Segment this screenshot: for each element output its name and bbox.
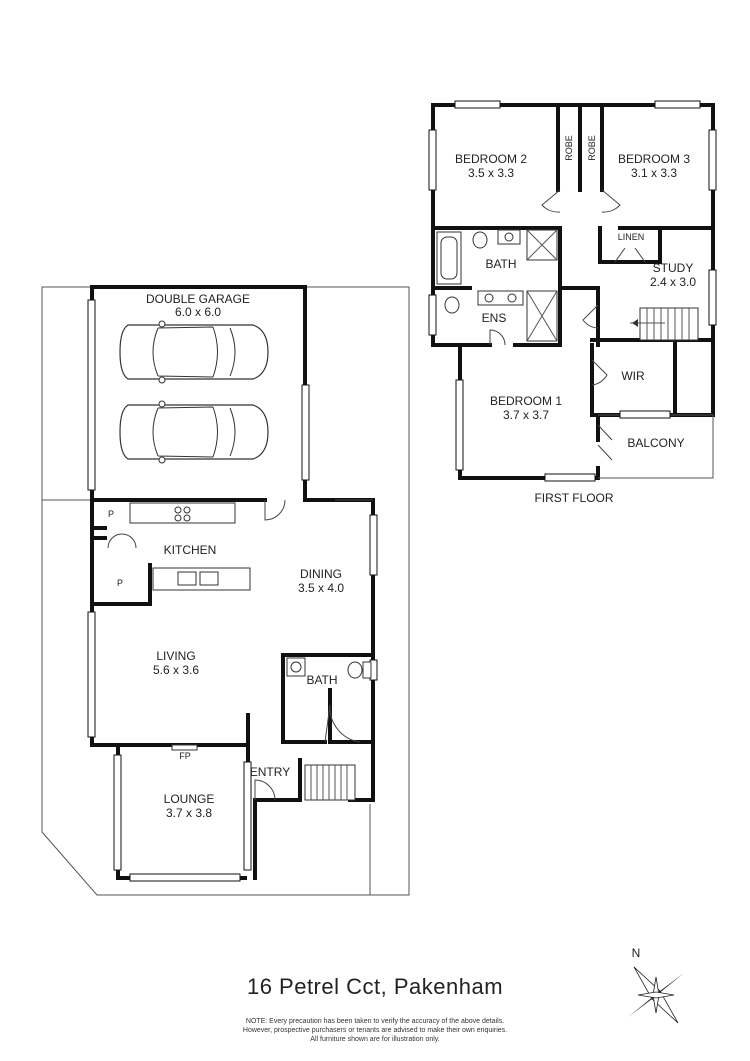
study-name: STUDY <box>653 261 694 275</box>
dining-name: DINING <box>300 567 342 581</box>
ground-bath-name: BATH <box>306 673 337 687</box>
kitchen-sink-icon <box>177 571 219 586</box>
staircase-icon <box>304 764 356 801</box>
lounge-name: LOUNGE <box>164 792 215 806</box>
bedroom2-name: BEDROOM 2 <box>455 152 527 166</box>
staircase-icon <box>630 307 699 341</box>
garage-size: 6.0 x 6.0 <box>175 305 221 319</box>
bedroom2-size: 3.5 x 3.3 <box>468 166 514 180</box>
bedroom1-name: BEDROOM 1 <box>490 394 562 408</box>
dining-size: 3.5 x 4.0 <box>298 581 344 595</box>
robe-left-label: ROBE <box>564 135 574 161</box>
first-bath-name: BATH <box>485 257 516 271</box>
first-floor-label: FIRST FLOOR <box>534 491 613 505</box>
robe-right-label: ROBE <box>587 135 597 161</box>
living-size: 5.6 x 3.6 <box>153 663 199 677</box>
bedroom3-name: BEDROOM 3 <box>618 152 690 166</box>
lounge-size: 3.7 x 3.8 <box>166 806 212 820</box>
pantry-top-label: P <box>108 509 114 519</box>
disclaimer-line: NOTE: Every precaution has been taken to… <box>245 1018 505 1025</box>
property-address: 16 Petrel Cct, Pakenham <box>246 974 504 999</box>
car-icon <box>119 400 269 464</box>
compass-rose-icon: N <box>628 946 684 1024</box>
first-floor-plan: BEDROOM 2 3.5 x 3.3 ROBE ROBE BEDROOM 3 … <box>428 100 717 505</box>
bedroom1-size: 3.7 x 3.7 <box>503 408 549 422</box>
bedroom3-size: 3.1 x 3.3 <box>631 166 677 180</box>
cooktop-icon <box>174 506 191 522</box>
disclaimer-note: NOTE: Every precaution has been taken to… <box>0 1017 750 1044</box>
garage-name: DOUBLE GARAGE <box>146 292 250 306</box>
ensuite-name: ENS <box>482 311 507 325</box>
wir-name: WIR <box>621 369 645 383</box>
pantry-bottom-label: P <box>117 578 123 588</box>
car-icon <box>119 320 269 384</box>
ground-floor-plan: DOUBLE GARAGE 6.0 x 6.0 P KITCHEN P DINI… <box>41 285 410 896</box>
ground-floor-walls <box>90 498 375 880</box>
fireplace-label: FP <box>179 751 191 761</box>
study-size: 2.4 x 3.0 <box>650 275 696 289</box>
kitchen-name: KITCHEN <box>164 543 217 557</box>
balcony-name: BALCONY <box>627 436 684 450</box>
disclaimer-line: All furniture shown are for illustration… <box>310 1036 440 1043</box>
compass-north-label: N <box>632 946 641 960</box>
living-name: LIVING <box>156 649 195 663</box>
linen-label: LINEN <box>618 232 645 242</box>
site-boundary <box>41 286 410 896</box>
disclaimer-line: However, prospective purchasers or tenan… <box>242 1027 508 1034</box>
entry-name: ENTRY <box>250 765 290 779</box>
garage-walls <box>87 285 310 502</box>
